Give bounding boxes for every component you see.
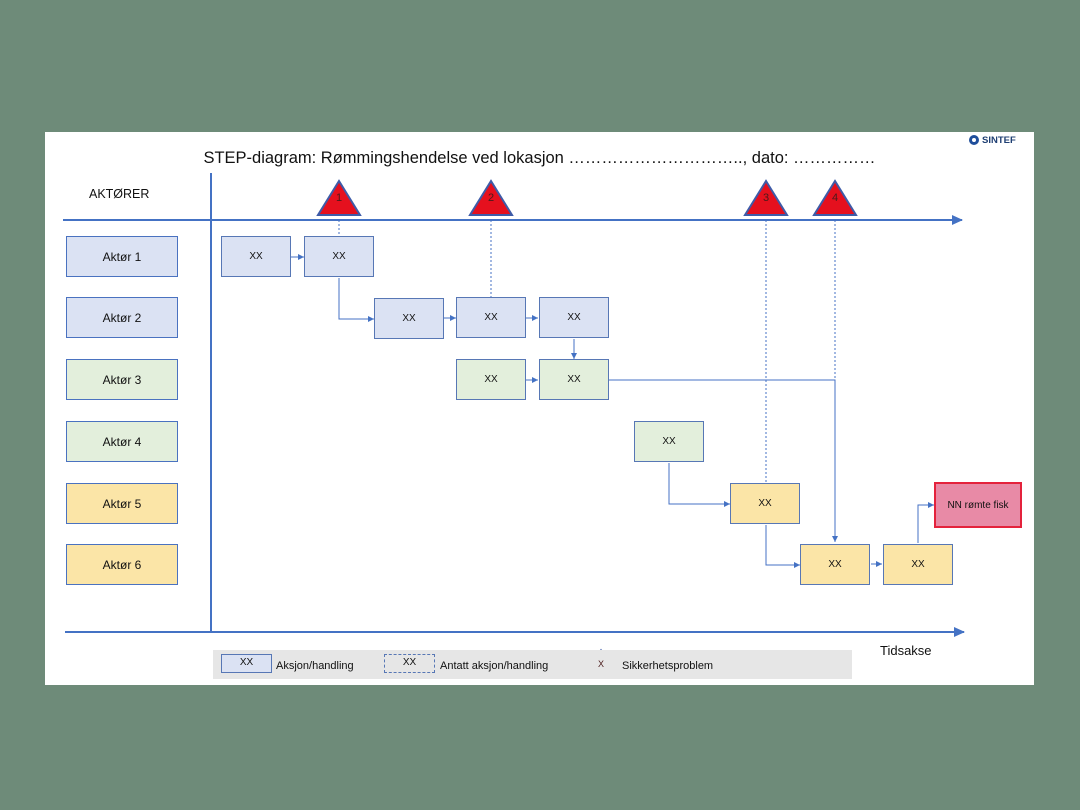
safety-problem-3-label: 3 bbox=[762, 192, 770, 204]
actor-1: Aktør 1 bbox=[66, 236, 178, 277]
safety-problem-4-triangle bbox=[812, 179, 858, 216]
sintef-logo-icon bbox=[969, 135, 979, 145]
connector-e9-e10 bbox=[765, 525, 800, 568]
event-box: XX bbox=[456, 297, 526, 338]
safety-problem-4-label: 4 bbox=[831, 192, 839, 204]
step-diagram-slide: STEP-diagram: Rømmingshendelse ved lokas… bbox=[45, 132, 1034, 685]
time-axis-label: Tidsakse bbox=[880, 643, 932, 658]
flow-connectors bbox=[291, 254, 934, 568]
event-box: XX bbox=[634, 421, 704, 462]
event-box: XX bbox=[883, 544, 953, 585]
legend-assumed-box: XX bbox=[384, 654, 435, 673]
safety-problem-links bbox=[338, 220, 836, 483]
connector-e8-e9 bbox=[668, 463, 730, 507]
diagram-title: STEP-diagram: Rømmingshendelse ved lokas… bbox=[203, 149, 876, 167]
actor-2: Aktør 2 bbox=[66, 297, 178, 338]
actor-5: Aktør 5 bbox=[66, 483, 178, 524]
connector-e7-e10 bbox=[609, 379, 838, 542]
legend-action-label: Aksjon/handling bbox=[276, 660, 354, 672]
event-box: XX bbox=[221, 236, 291, 277]
safety-problem-2-label: 2 bbox=[487, 192, 495, 204]
safety-problem-1-label: 1 bbox=[335, 192, 343, 204]
actor-6: Aktør 6 bbox=[66, 544, 178, 585]
sintef-logo: SINTEF bbox=[969, 133, 1029, 147]
legend-action-box: XX bbox=[221, 654, 272, 673]
event-box: XX bbox=[800, 544, 870, 585]
legend-assumed-label: Antatt aksjon/handling bbox=[440, 660, 549, 672]
actors-header: AKTØRER bbox=[89, 187, 150, 201]
actor-4: Aktør 4 bbox=[66, 421, 178, 462]
event-box: XX bbox=[456, 359, 526, 400]
legend-bar bbox=[213, 650, 852, 679]
sintef-logo-text: SINTEF bbox=[982, 134, 1016, 146]
outcome-box: NN rømte fisk bbox=[934, 482, 1022, 528]
connector-e2-e3 bbox=[338, 278, 374, 322]
actor-3: Aktør 3 bbox=[66, 359, 178, 400]
legend-triangle-symbol: X bbox=[597, 659, 604, 669]
diagram-canvas bbox=[63, 173, 965, 676]
safety-problem-1-triangle bbox=[316, 179, 362, 216]
event-box: XX bbox=[304, 236, 374, 277]
safety-problem-2-triangle bbox=[468, 179, 514, 216]
event-box: XX bbox=[539, 297, 609, 338]
connector-e11-outcome bbox=[917, 502, 934, 543]
safety-problem-3-triangle bbox=[743, 179, 789, 216]
event-box: XX bbox=[730, 483, 800, 524]
event-box: XX bbox=[374, 298, 444, 339]
event-box: XX bbox=[539, 359, 609, 400]
legend-problem-label: Sikkerhetsproblem bbox=[622, 660, 714, 672]
